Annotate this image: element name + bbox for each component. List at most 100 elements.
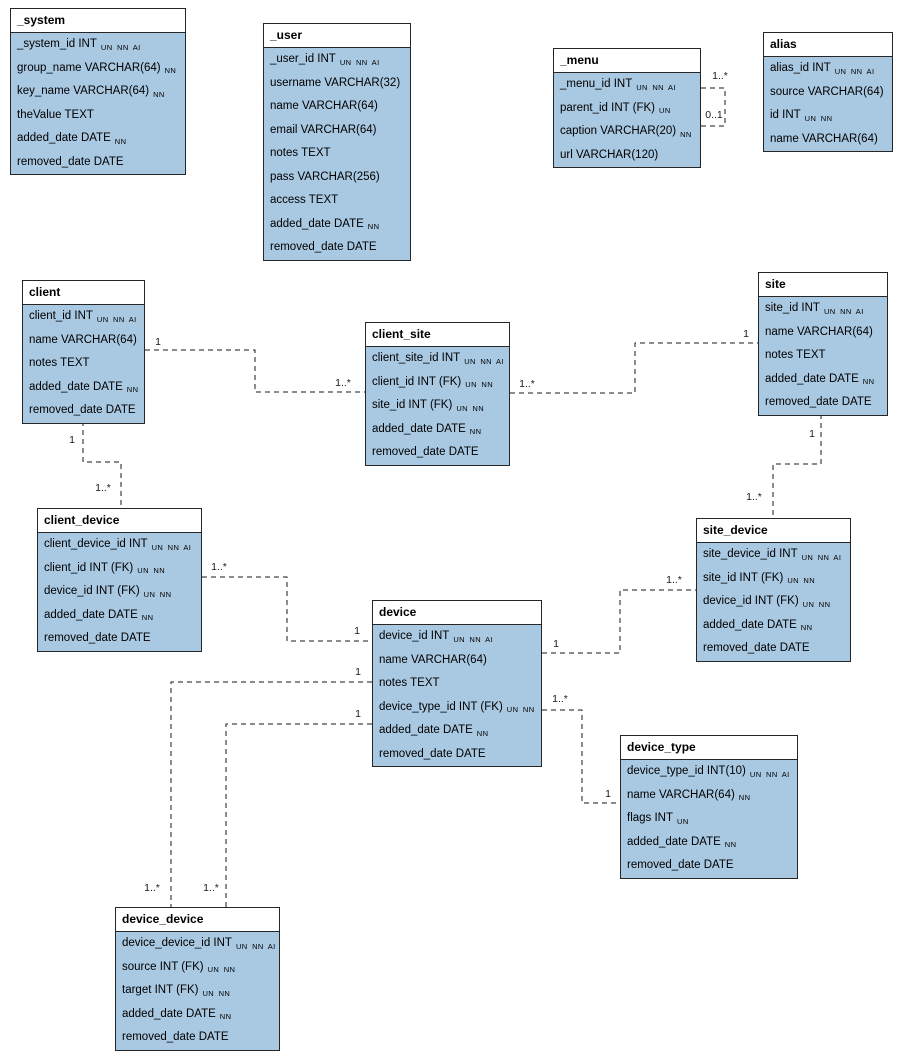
column-flags: UN NN: [804, 113, 833, 123]
column-flags: NN: [367, 222, 380, 231]
table-title-device: device: [373, 601, 541, 625]
relationship-device-site_device: [542, 589, 696, 654]
column-row: name VARCHAR(64)NN: [621, 784, 797, 808]
table-title-site_device: site_device: [697, 519, 850, 543]
column-label: added_date DATE: [379, 724, 473, 736]
cardinality-label: 0..1: [705, 109, 723, 121]
table-title-client: client: [23, 281, 144, 305]
column-label: removed_date DATE: [17, 155, 124, 168]
column-label: id INT: [770, 109, 801, 121]
column-label: url VARCHAR(120): [560, 148, 659, 161]
column-label: access TEXT: [270, 194, 339, 206]
column-label: client_id INT: [29, 310, 93, 322]
table-title-alias: alias: [764, 33, 892, 57]
column-label: parent_id INT (FK): [560, 101, 656, 114]
column-flags: UN NN AI: [749, 769, 790, 779]
column-flags: NN: [141, 613, 154, 622]
column-label: removed_date DATE: [44, 632, 151, 644]
column-label: site_id INT (FK): [372, 399, 453, 411]
column-label: name VARCHAR(64): [270, 100, 378, 112]
column-flags: UN NN: [143, 589, 172, 599]
column-label: _menu_id INT: [560, 78, 633, 90]
column-flags: NN: [219, 1012, 232, 1021]
column-label: alias_id INT: [770, 62, 831, 74]
column-row: removed_date DATE: [373, 743, 541, 767]
table-title-site: site: [759, 273, 887, 297]
column-label: name VARCHAR(64): [770, 132, 878, 145]
column-row: removed_date DATE: [264, 236, 410, 260]
cardinality-label: 1..*: [519, 378, 535, 390]
column-label: removed_date DATE: [29, 404, 136, 416]
column-row: removed_date DATE: [116, 1026, 279, 1050]
column-label: flags INT: [627, 812, 674, 824]
relationship-client-client_site: [145, 349, 365, 393]
column-flags: UN NN: [202, 988, 231, 998]
column-label: removed_date DATE: [765, 396, 872, 408]
column-label: added_date DATE: [122, 1007, 216, 1020]
relationship-device-device_type: [542, 709, 620, 804]
column-row: device_id INT (FK)UN NN: [697, 590, 850, 614]
column-label: pass VARCHAR(256): [270, 170, 380, 183]
table-title-device_type: device_type: [621, 736, 797, 760]
column-row: removed_date DATE: [11, 151, 185, 175]
column-label: device_id INT (FK): [44, 585, 140, 597]
column-row: name VARCHAR(64): [759, 321, 887, 345]
column-flags: UN: [659, 106, 671, 115]
column-flags: UN NN AI: [636, 82, 676, 92]
cardinality-label: 1: [354, 625, 360, 637]
column-flags: NN: [680, 129, 692, 139]
column-label: notes TEXT: [379, 677, 440, 689]
column-label: removed_date DATE: [122, 1031, 229, 1043]
column-label: _user_id INT: [270, 53, 336, 65]
column-flags: UN NN AI: [464, 356, 504, 366]
column-label: added_date DATE: [17, 132, 111, 144]
column-row: target INT (FK)UN NN: [116, 979, 279, 1003]
column-flags: UN NN AI: [834, 66, 875, 76]
relationship-device-device_device-target: [225, 723, 372, 907]
column-flags: UN NN: [207, 965, 236, 974]
column-flags: UN NN: [465, 380, 494, 389]
column-row: key_name VARCHAR(64)NN: [11, 80, 185, 104]
column-label: username VARCHAR(32): [270, 76, 401, 89]
column-label: removed_date DATE: [627, 859, 734, 871]
column-label: device_id INT (FK): [703, 595, 799, 607]
column-row: removed_date DATE: [759, 391, 887, 415]
cardinality-label: 1: [809, 428, 815, 440]
column-row: theValue TEXT: [11, 104, 185, 128]
column-label: removed_date DATE: [372, 446, 479, 458]
column-label: added_date DATE: [765, 372, 859, 385]
column-row: source VARCHAR(64): [764, 81, 892, 105]
column-flags: UN NN AI: [339, 57, 380, 67]
column-flags: NN: [476, 728, 489, 738]
relationship-client_device-device: [202, 576, 372, 642]
column-label: theValue TEXT: [17, 108, 94, 121]
column-row: source INT (FK)UN NN: [116, 956, 279, 980]
cardinality-label: 1..*: [211, 561, 227, 573]
column-row: notes TEXT: [23, 352, 144, 376]
column-label: source INT (FK): [122, 960, 204, 973]
column-row: removed_date DATE: [697, 637, 850, 661]
